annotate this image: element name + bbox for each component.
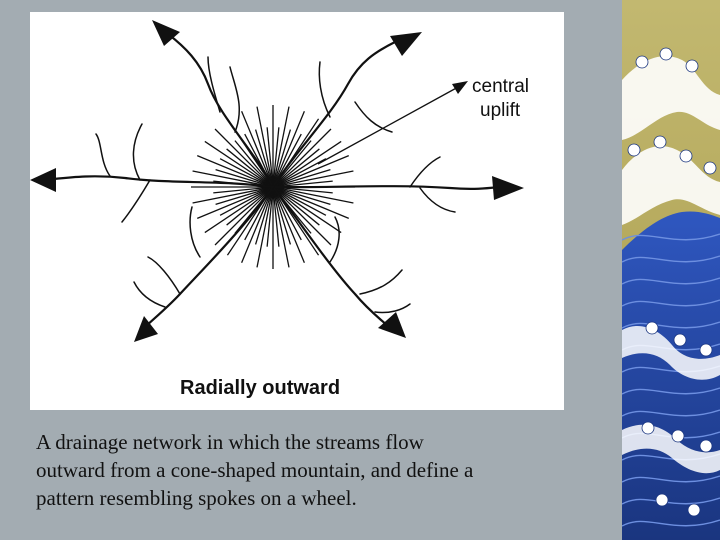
- uplift-ray: [275, 148, 320, 185]
- uplift-ray: [276, 187, 331, 206]
- uplift-ray: [219, 188, 270, 216]
- caption-line-2: outward from a cone-shaped mountain, and…: [36, 458, 474, 482]
- uplift-ray: [276, 155, 350, 187]
- uplift-ray: [196, 155, 270, 187]
- uplift-ray: [276, 158, 327, 186]
- label-central: central: [472, 76, 529, 97]
- arrow-south-west: [134, 316, 158, 342]
- wave-art: [622, 0, 720, 540]
- uplift-ray: [192, 187, 270, 204]
- flow-arrows: [30, 20, 524, 342]
- uplift-ray: [273, 190, 292, 245]
- wave-decoration: [622, 0, 720, 540]
- uplift-ray: [226, 148, 271, 185]
- arrow-east: [492, 176, 524, 200]
- uplift-ray: [275, 128, 332, 185]
- uplift-ray: [256, 190, 273, 268]
- caption-line-3: pattern resembling spokes on a wheel.: [36, 486, 357, 510]
- uplift-ray: [241, 190, 273, 264]
- uplift-ray: [226, 189, 271, 226]
- uplift-ray: [244, 190, 272, 241]
- uplift-ray: [273, 190, 305, 264]
- uplift-ray: [266, 190, 274, 247]
- uplift-ray: [275, 140, 342, 186]
- uplift-ray: [192, 170, 270, 187]
- uplift-ray: [276, 180, 333, 188]
- uplift-ray: [276, 186, 333, 194]
- uplift-ray: [273, 106, 290, 184]
- uplift-ray: [275, 188, 342, 234]
- arrow-south-east: [378, 312, 406, 338]
- arrow-north-west: [152, 20, 180, 46]
- uplift-ray: [254, 190, 273, 245]
- drainage-diagram: central uplift Radially outward: [30, 12, 564, 410]
- label-radially-outward: Radially outward: [180, 377, 340, 399]
- uplift-ray: [266, 127, 274, 184]
- uplift-pointer: [317, 81, 468, 165]
- uplift-ray: [274, 190, 302, 241]
- uplift-ray: [273, 129, 292, 184]
- uplift-ray: [275, 140, 312, 185]
- uplift-ray: [256, 106, 273, 184]
- stream-north-west: [166, 32, 275, 189]
- uplift-ray: [272, 190, 280, 247]
- uplift-ray: [275, 189, 332, 246]
- uplift-ray: [215, 187, 270, 206]
- stream-south-east: [271, 185, 394, 332]
- stream-north-east: [271, 40, 397, 189]
- uplift-ray: [254, 129, 273, 184]
- caption: A drainage network in which the streams …: [36, 428, 576, 512]
- uplift-ray: [276, 168, 331, 187]
- radial-drainage-figure: central uplift Radially outward: [30, 20, 529, 399]
- uplift-ray: [204, 140, 271, 186]
- uplift-ray: [214, 189, 271, 246]
- uplift-ray: [204, 188, 271, 234]
- uplift-ray: [275, 189, 320, 226]
- streams: [42, 32, 502, 332]
- arrow-west: [30, 168, 56, 192]
- caption-line-1: A drainage network in which the streams …: [36, 430, 424, 454]
- central-uplift-rays: [191, 105, 355, 269]
- uplift-ray: [214, 128, 271, 185]
- uplift-ray: [213, 186, 270, 194]
- arrow-north-east: [390, 32, 422, 56]
- label-uplift: uplift: [480, 100, 521, 121]
- uplift-ray: [241, 110, 273, 184]
- uplift-ray: [274, 133, 302, 184]
- uplift-ray: [276, 187, 354, 204]
- uplift-ray: [273, 110, 305, 184]
- uplift-ray: [215, 168, 270, 187]
- uplift-ray: [276, 187, 350, 219]
- stream-east: [271, 185, 502, 190]
- uplift-ray: [219, 158, 270, 186]
- stream-south-west: [140, 185, 275, 332]
- uplift-ray: [196, 187, 270, 219]
- uplift-ray: [234, 140, 271, 185]
- uplift-ray: [276, 188, 327, 216]
- stream-west: [42, 175, 275, 189]
- uplift-ray: [272, 127, 280, 184]
- tributaries: [95, 56, 456, 314]
- uplift-ray: [276, 170, 354, 187]
- uplift-ray: [273, 190, 290, 268]
